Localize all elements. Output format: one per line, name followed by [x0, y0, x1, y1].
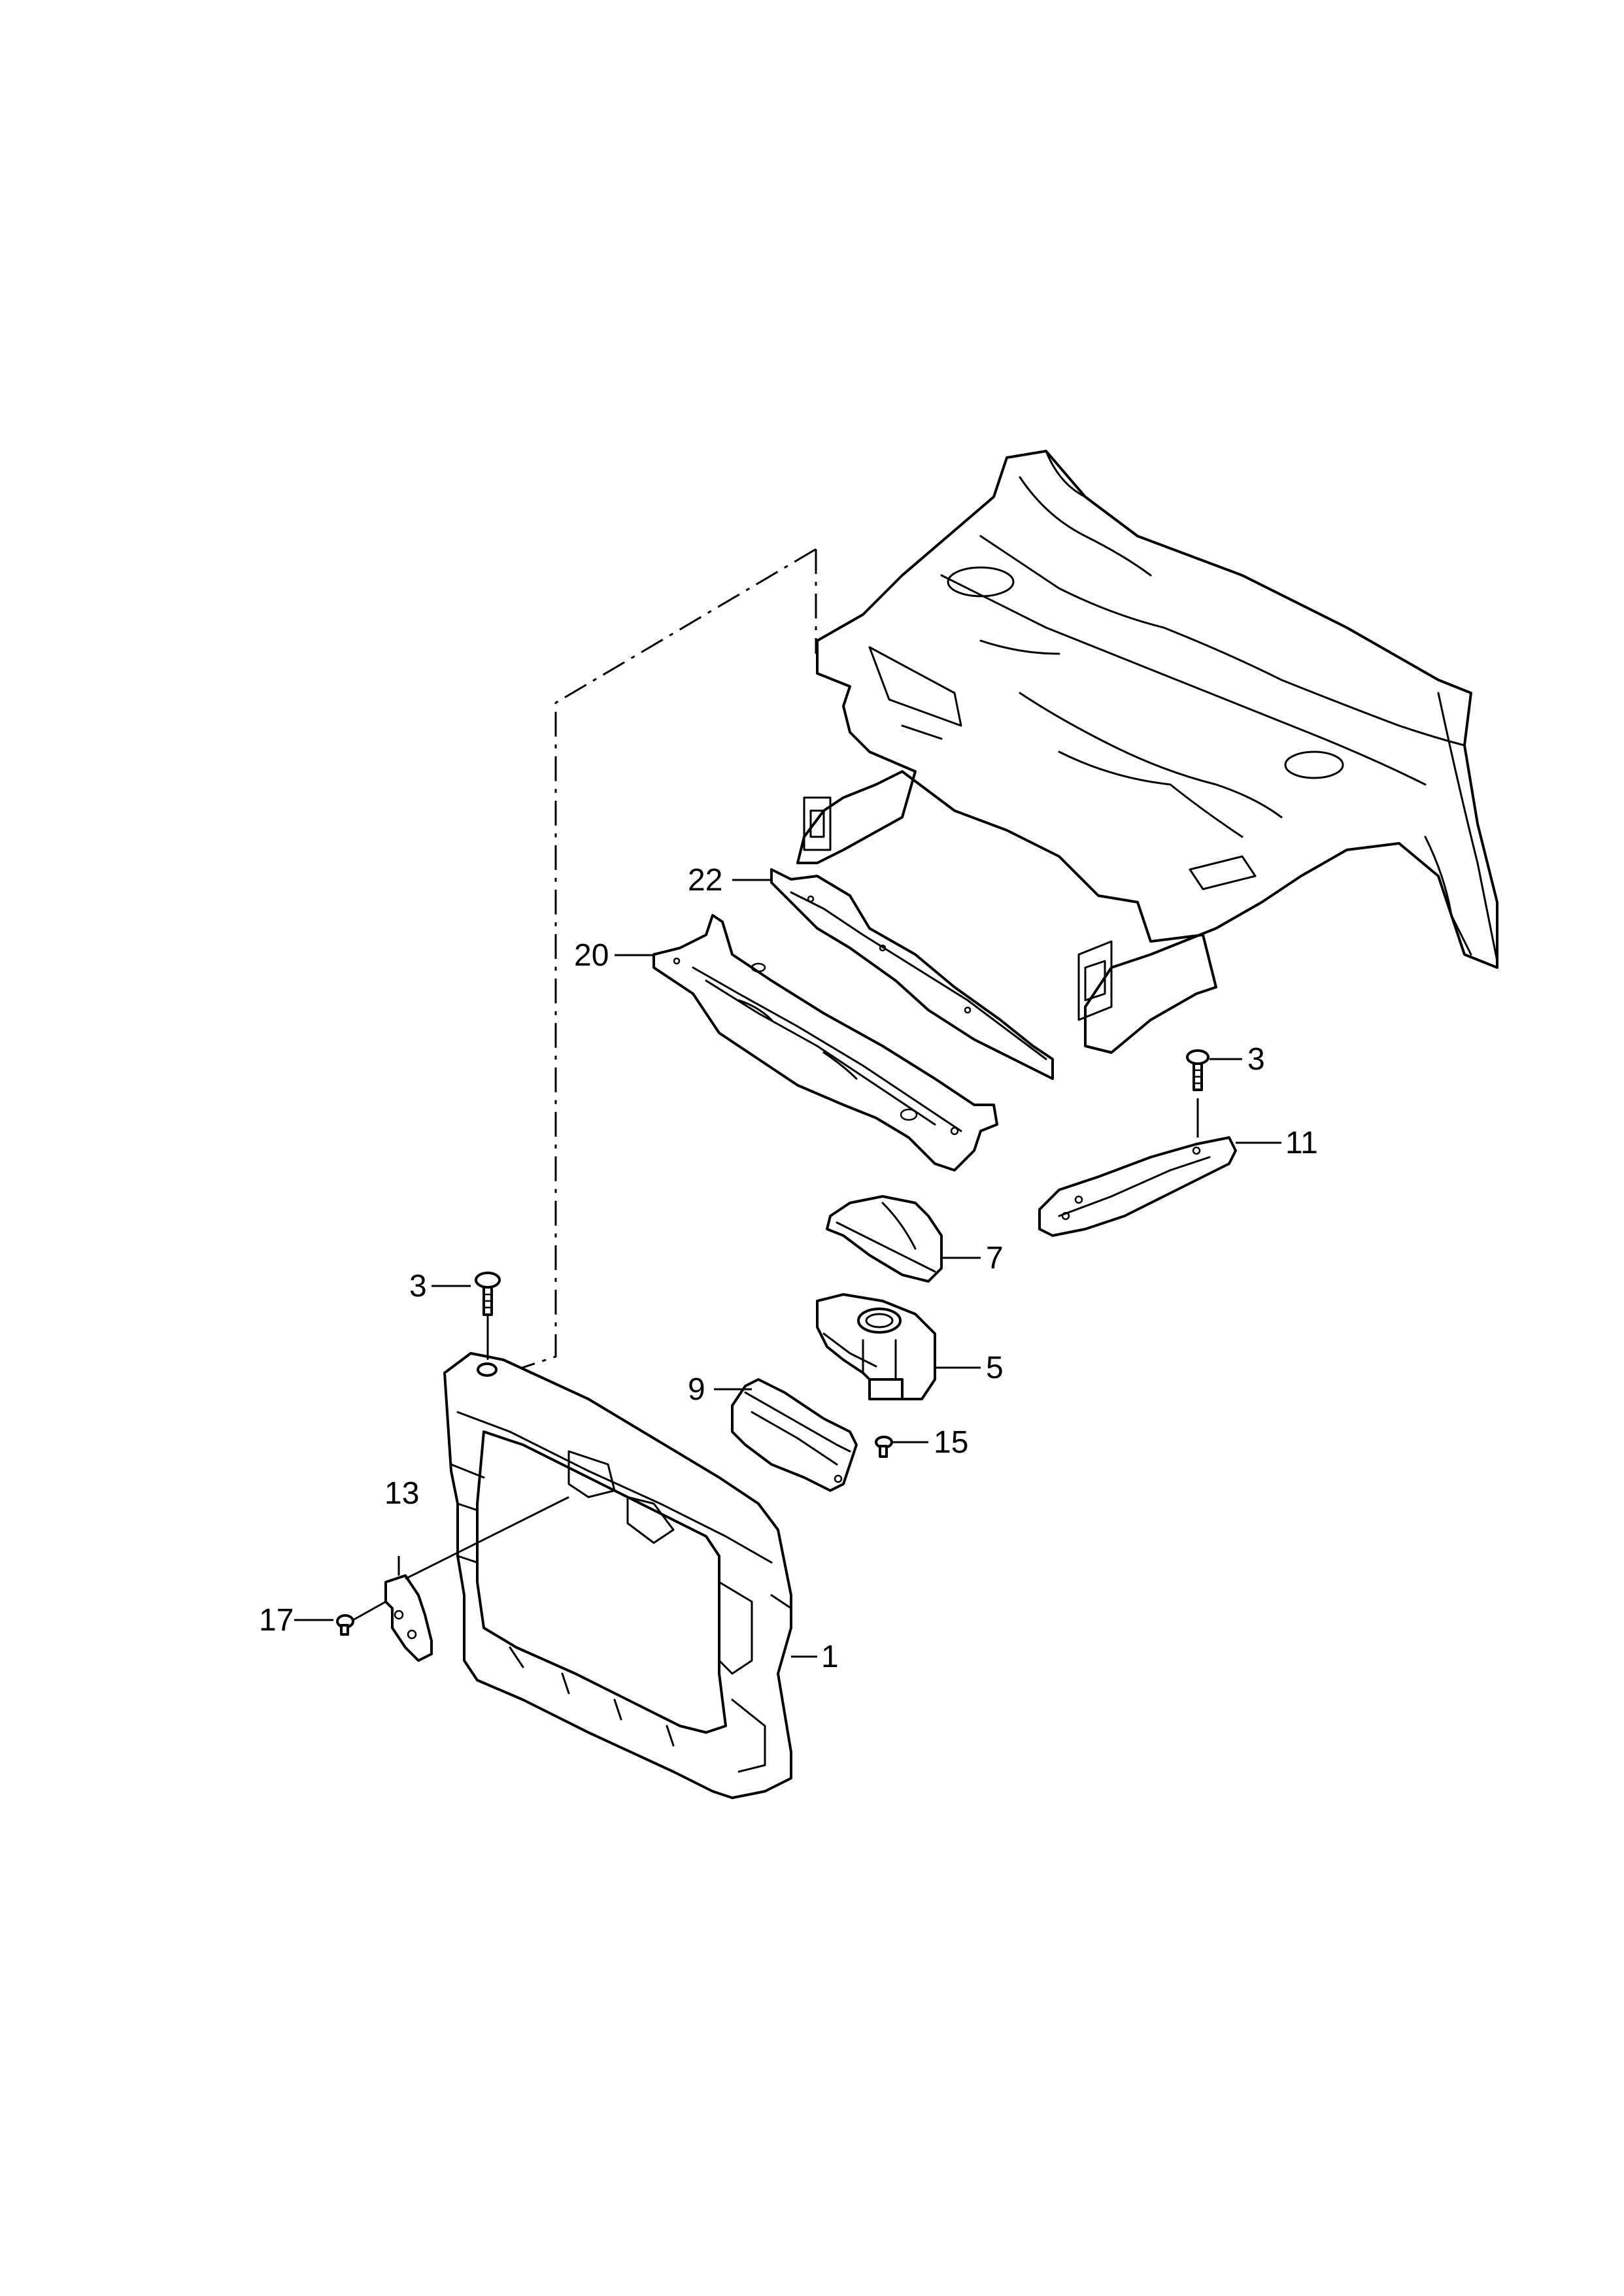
part-11-bracket	[1038, 1136, 1237, 1237]
callout-11: 11	[1285, 1126, 1318, 1160]
part-17-screw	[336, 1600, 386, 1636]
leader-lines	[294, 879, 1281, 1658]
part-5-air-guide	[816, 1293, 936, 1400]
callout-15: 15	[934, 1425, 968, 1460]
callout-5: 5	[986, 1351, 1004, 1385]
part-3-bolt-upper	[1186, 1049, 1210, 1138]
part-20-upper-rail	[652, 914, 998, 1172]
part-13-bracket	[384, 1496, 569, 1662]
part-15-screw	[875, 1436, 893, 1458]
callout-7: 7	[986, 1241, 1004, 1275]
part-3-bolt-lower	[475, 1272, 501, 1360]
callout-3-lower: 3	[409, 1269, 427, 1304]
callout-labels: 22 20 3 11 7 5 9 15 13 1 3 17	[259, 863, 1318, 1674]
part-1-lock-carrier	[443, 1352, 792, 1799]
callout-13: 13	[384, 1476, 419, 1511]
callout-22: 22	[688, 863, 722, 898]
callout-1: 1	[821, 1640, 839, 1674]
assembly-line	[496, 548, 817, 1377]
callout-17: 17	[259, 1603, 294, 1638]
part-7-air-duct-cover	[826, 1195, 943, 1283]
part-9-air-duct	[731, 1378, 858, 1492]
body-front-frame	[796, 450, 1498, 1054]
callout-3-upper: 3	[1247, 1042, 1265, 1077]
callout-9: 9	[688, 1372, 705, 1407]
part-22-cross-member	[770, 868, 1054, 1080]
callout-20: 20	[574, 938, 609, 973]
